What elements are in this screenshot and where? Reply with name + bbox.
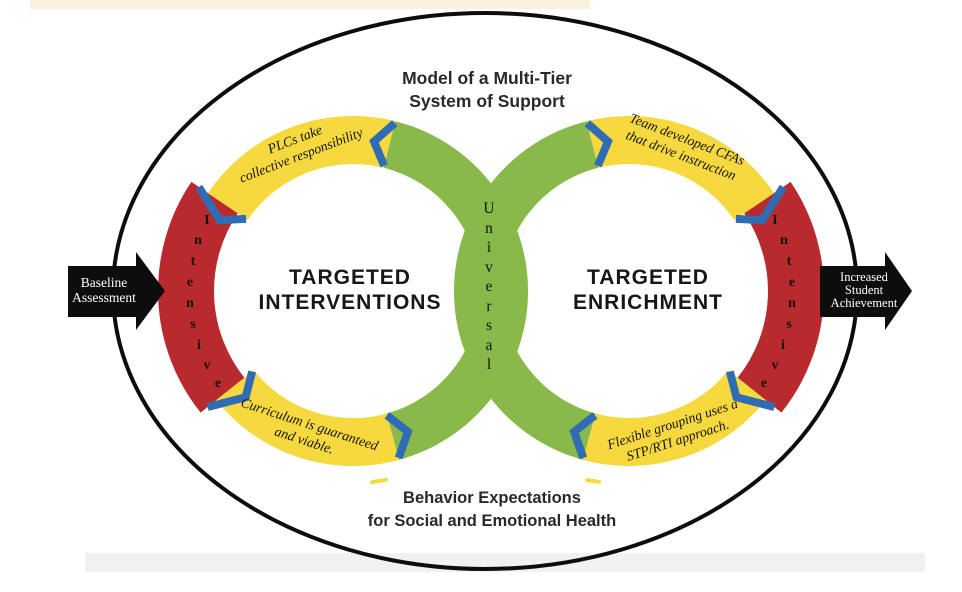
- left-bottom-yellow-arc: [216, 369, 400, 467]
- left-circle-title-line2: INTERVENTIONS: [259, 291, 442, 314]
- intensive-left-letter: I: [204, 213, 209, 228]
- intensive-right-letter: i: [781, 338, 785, 353]
- intensive-right-letter: n: [788, 296, 796, 311]
- universal-letter: l: [487, 356, 491, 373]
- right-circle-title-line2: ENRICHMENT: [573, 291, 723, 314]
- diagram-title-line2: System of Support: [409, 91, 565, 111]
- right-intensive-red-arc: [737, 181, 824, 413]
- right-intensive-vertical-word: I n t e n s i v e: [761, 213, 796, 391]
- chevron-right-top-yellow-red: [735, 184, 787, 225]
- chevron-right-bottom-red-yellow: [725, 370, 776, 411]
- intensive-left-letter: v: [204, 358, 211, 373]
- right-top-yellow-arc: [586, 116, 775, 221]
- intensive-right-letter: t: [787, 254, 792, 269]
- left-intensive-vertical-word: I n t e n s i v e: [186, 213, 221, 391]
- intensive-left-letter: t: [191, 254, 196, 269]
- left-circle-title-line1: TARGETED: [289, 266, 411, 289]
- intensive-right-letter: s: [786, 317, 792, 332]
- top-cream-strip: [30, 0, 590, 9]
- left-top-yellow-arc: [207, 116, 396, 221]
- left-yellow-dash: [370, 477, 388, 485]
- universal-letter: U: [483, 200, 494, 217]
- intensive-left-letter: n: [194, 233, 202, 248]
- universal-letter: i: [487, 239, 492, 256]
- intensive-left-letter: e: [215, 376, 221, 391]
- universal-vertical-word: U n i v e r s a l: [483, 200, 494, 373]
- increased-achievement-label-line1: Increased: [840, 270, 889, 284]
- footer-label-line1: Behavior Expectations: [403, 489, 581, 507]
- diagram-title-line1: Model of a Multi-Tier: [402, 68, 572, 88]
- chevron-left-top-yellow-red: [195, 184, 247, 225]
- chevron-left-bottom-yellow-green: [384, 412, 413, 460]
- universal-letter: a: [486, 337, 493, 354]
- universal-letter: e: [486, 278, 493, 295]
- intensive-left-letter: s: [190, 317, 196, 332]
- increased-achievement-label-line2: Student: [845, 283, 884, 297]
- baseline-assessment-label-line1: Baseline: [81, 275, 128, 290]
- chevron-left-bottom-red-yellow: [206, 370, 257, 411]
- baseline-assessment-label-line2: Assessment: [72, 290, 136, 305]
- intensive-left-letter: e: [187, 275, 193, 290]
- right-bottom-yellow-arc: [582, 369, 766, 467]
- footer-label-line2: for Social and Emotional Health: [368, 512, 616, 530]
- intensive-right-letter: e: [761, 376, 767, 391]
- universal-letter: r: [486, 298, 492, 315]
- intensive-left-letter: n: [186, 296, 194, 311]
- intensive-left-letter: i: [197, 338, 201, 353]
- increased-achievement-label-line3: Achievement: [831, 296, 898, 310]
- baseline-assessment-arrow: Baseline Assessment: [68, 252, 165, 330]
- bottom-gray-strip: [85, 553, 925, 572]
- intensive-right-letter: v: [772, 358, 779, 373]
- intensive-right-letter: n: [780, 233, 788, 248]
- chevron-right-top-green-yellow: [584, 120, 613, 168]
- baseline-assessment-arrow-shape: [68, 252, 165, 330]
- universal-letter: n: [485, 220, 493, 237]
- universal-letter: v: [485, 259, 493, 276]
- universal-letter: s: [486, 317, 492, 334]
- right-circle-title-line1: TARGETED: [587, 266, 709, 289]
- left-universal-green-arc: [383, 121, 528, 460]
- chevron-left-top-green-yellow: [369, 120, 398, 168]
- intensive-right-letter: I: [772, 213, 777, 228]
- right-universal-green-arc: [454, 121, 599, 460]
- intensive-right-letter: e: [789, 275, 795, 290]
- left-intensive-red-arc: [158, 181, 245, 413]
- right-yellow-dash: [585, 478, 601, 484]
- increased-achievement-arrow: Increased Student Achievement: [820, 252, 912, 330]
- chevron-right-bottom-yellow-green: [569, 412, 598, 460]
- increased-achievement-arrow-shape: [820, 252, 912, 330]
